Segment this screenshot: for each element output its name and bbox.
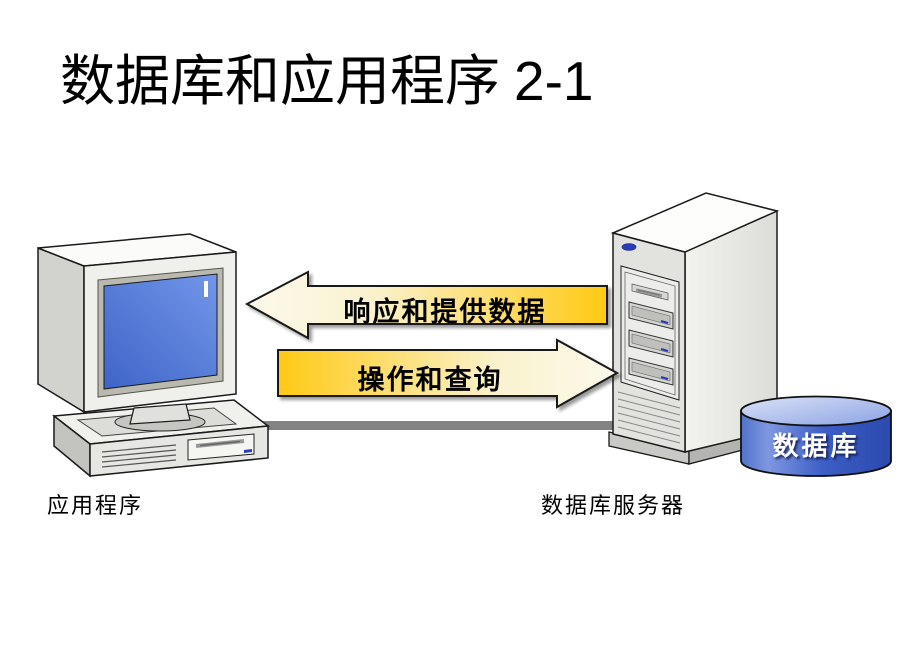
screen-cursor (204, 281, 208, 297)
request-arrow (277, 338, 620, 409)
server-label: 数据库服务器 (541, 493, 686, 518)
database-label: 数据库 (772, 432, 860, 461)
power-led (621, 243, 637, 251)
server-tower-icon (608, 192, 782, 465)
vent-lines (617, 391, 681, 444)
database-cylinder-icon (740, 395, 892, 477)
page-title-number: 2-1 (514, 50, 594, 112)
drive-bay (628, 329, 674, 358)
network-connector-line (250, 421, 650, 430)
server-body (608, 192, 782, 465)
desktop-computer-icon (37, 233, 270, 478)
application-label: 应用程序 (47, 493, 144, 518)
request-arrow-label: 操作和查询 (357, 365, 503, 395)
response-arrow-label: 响应和提供数据 (343, 297, 547, 327)
floppy-drive (187, 433, 255, 461)
cd-drive (631, 283, 669, 301)
page-title-zh: 数据库和应用程序 (60, 51, 501, 112)
crt-monitor (37, 233, 237, 414)
drive-led (244, 449, 252, 453)
drive-bay (628, 357, 674, 386)
response-arrow (244, 270, 608, 340)
drive-bay (628, 301, 674, 330)
monitor-screen (103, 273, 218, 390)
